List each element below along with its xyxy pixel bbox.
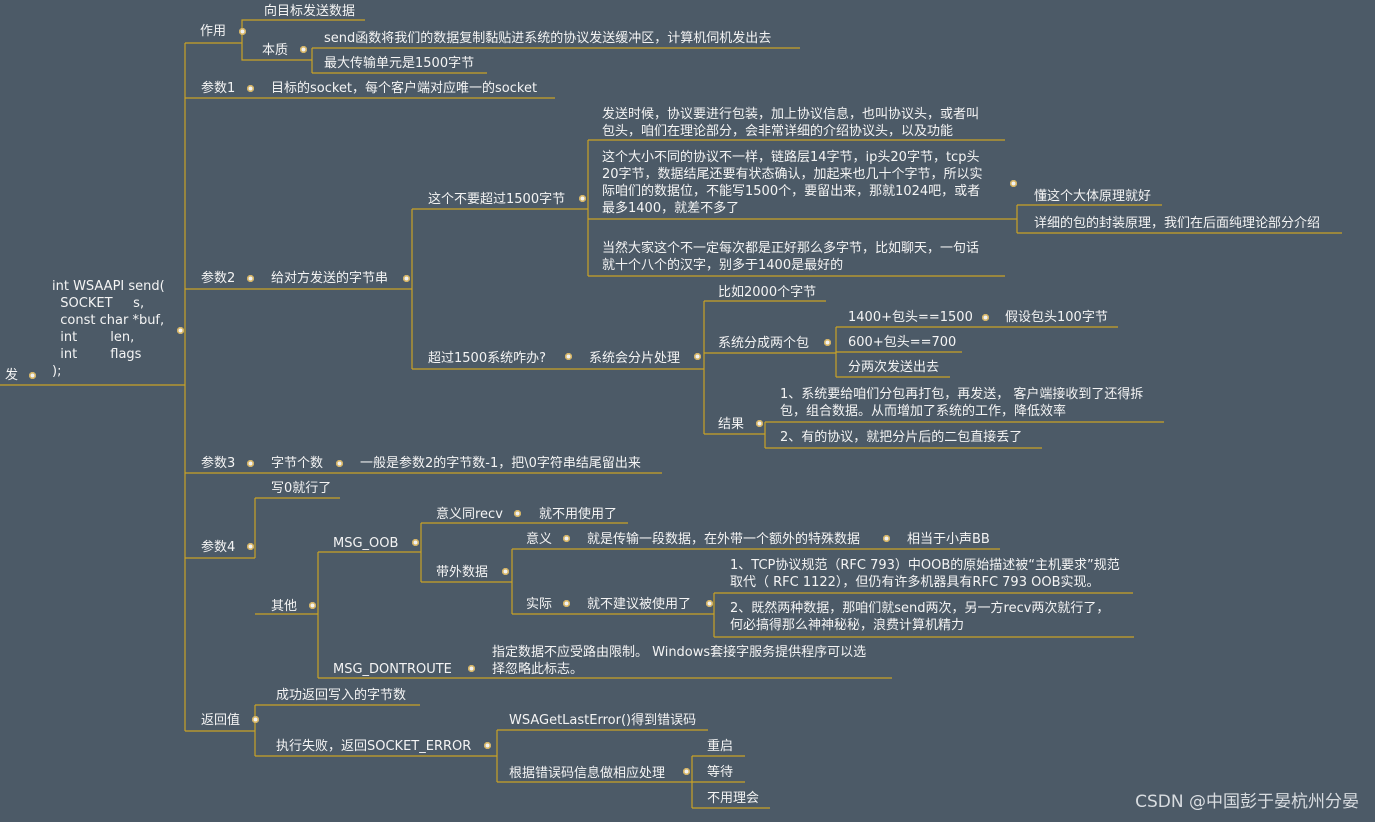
node-fragment[interactable]: 系统会分片处理	[589, 351, 681, 366]
node-p2[interactable]: 600+包头==700	[848, 335, 957, 350]
meaning-toggle[interactable]	[563, 535, 570, 542]
node-p1[interactable]: 1400+包头==1500	[848, 310, 973, 325]
node-param3[interactable]: 参数3	[201, 456, 236, 471]
benzhi-toggle[interactable]	[300, 46, 307, 53]
other-toggle[interactable]	[309, 602, 316, 609]
node-result[interactable]: 结果	[718, 417, 745, 432]
node-not-recommended[interactable]: 就不建议被使用了	[587, 597, 692, 612]
node-oob[interactable]: MSG_OOB	[333, 536, 399, 551]
node-zero[interactable]: 写0就行了	[271, 481, 332, 496]
param4-toggle[interactable]	[247, 543, 254, 550]
node-benzhi-desc[interactable]: send函数将我们的数据复制黏贴进系统的协议发送缓冲区，计算机伺机发出去	[324, 31, 772, 46]
watermark: CSDN @中国彭于晏杭州分晏	[1135, 792, 1359, 812]
node-out-band[interactable]: 带外数据	[436, 565, 489, 580]
root-signature[interactable]: int WSAAPI send( SOCKET s, const char *b…	[52, 279, 165, 379]
node-detail[interactable]: 详细的包的封装原理，我们在后面纯理论部分介绍	[1034, 216, 1321, 231]
node-result1[interactable]: 1、系统要给咱们分包再打包，再发送， 客户端接收到了还得拆 包，组合数据。从而增…	[780, 387, 1144, 419]
node-same-recv[interactable]: 意义同recv	[436, 507, 503, 522]
dontroute-toggle[interactable]	[468, 665, 475, 672]
node-dontroute-desc[interactable]: 指定数据不应受路由限制。 Windows套接字服务提供程序可以选 择忽略此标志。	[492, 645, 867, 677]
fragment-toggle[interactable]	[694, 353, 701, 360]
node-two-packets[interactable]: 系统分成两个包	[718, 336, 810, 351]
node-two-send[interactable]: 2、既然两种数据，那咱们就send两次，另一方recv两次就行了， 何必搞得那么…	[730, 601, 1110, 633]
node-reason2[interactable]: 这个大小不同的协议不一样，链路层14字节，ip头20字节，tcp头 20字节，数…	[602, 150, 983, 216]
node-return[interactable]: 返回值	[201, 713, 241, 728]
node-target[interactable]: 向目标发送数据	[264, 4, 356, 19]
root-left-label[interactable]: 发	[5, 368, 19, 383]
node-no-use[interactable]: 就不用使用了	[539, 507, 618, 522]
param3-desc-toggle[interactable]	[336, 460, 343, 467]
two-packets-toggle[interactable]	[824, 339, 831, 346]
collapse-toggle[interactable]	[29, 372, 36, 379]
node-ignore[interactable]: 不用理会	[707, 791, 760, 806]
reason2-toggle[interactable]	[1010, 180, 1017, 187]
node-mtu[interactable]: 最大传输单元是1500字节	[324, 56, 475, 71]
node-param4[interactable]: 参数4	[201, 540, 236, 555]
node-assume[interactable]: 假设包头100字节	[1005, 310, 1108, 325]
node-other[interactable]: 其他	[271, 599, 298, 614]
handle-toggle[interactable]	[683, 768, 690, 775]
node-param1[interactable]: 参数1	[201, 81, 236, 96]
oob-toggle[interactable]	[412, 539, 419, 546]
node-actual[interactable]: 实际	[526, 597, 553, 612]
node-reason1[interactable]: 发送时候，协议要进行包装，加上协议信息，也叫协议头，或者叫 包头，咱们在理论部分…	[602, 107, 980, 139]
zuoyong-toggle[interactable]	[239, 28, 246, 35]
exceed-toggle[interactable]	[565, 353, 572, 360]
node-result2[interactable]: 2、有的协议，就把分片后的二包直接丢了	[780, 430, 1023, 445]
param1-toggle[interactable]	[247, 85, 254, 92]
node-benzhi[interactable]: 本质	[262, 43, 289, 58]
node-limit[interactable]: 这个不要超过1500字节	[428, 192, 566, 207]
same-recv-toggle[interactable]	[514, 510, 521, 517]
node-tcp-note[interactable]: 1、TCP协议规范（RFC 793）中OOB的原始描述被“主机要求”规范 取代（…	[730, 558, 1120, 590]
node-wait[interactable]: 等待	[707, 765, 734, 780]
meaning-desc-toggle[interactable]	[883, 535, 890, 542]
node-twice[interactable]: 分两次发送出去	[848, 360, 940, 375]
result-toggle[interactable]	[756, 420, 763, 427]
node-reason3[interactable]: 当然大家这个不一定每次都是正好那么多字节，比如聊天，一句话 就十个八个的汉字，别…	[602, 241, 980, 273]
p1-toggle[interactable]	[982, 314, 989, 321]
node-dontroute[interactable]: MSG_DONTROUTE	[333, 662, 452, 677]
node-restart[interactable]: 重启	[707, 739, 734, 754]
out-band-toggle[interactable]	[502, 568, 509, 575]
node-whisper[interactable]: 相当于小声BB	[907, 532, 990, 547]
param3-toggle[interactable]	[247, 460, 254, 467]
return-toggle[interactable]	[252, 716, 259, 723]
fail-toggle[interactable]	[484, 742, 491, 749]
node-param3-desc[interactable]: 字节个数	[271, 456, 324, 471]
node-understand[interactable]: 懂这个大体原理就好	[1034, 189, 1152, 204]
node-success[interactable]: 成功返回写入的字节数	[276, 688, 407, 703]
param2-toggle[interactable]	[247, 275, 254, 282]
node-param2[interactable]: 参数2	[201, 271, 236, 286]
node-example[interactable]: 比如2000个字节	[718, 285, 817, 300]
node-param1-desc[interactable]: 目标的socket，每个客户端对应唯一的socket	[271, 81, 538, 96]
actual-toggle[interactable]	[563, 600, 570, 607]
root-collapse-toggle[interactable]	[177, 327, 184, 334]
node-fail[interactable]: 执行失败，返回SOCKET_ERROR	[276, 739, 472, 754]
node-exceed[interactable]: 超过1500系统咋办?	[428, 351, 546, 366]
node-param2-desc[interactable]: 给对方发送的字节串	[271, 271, 389, 286]
param2-desc-toggle[interactable]	[403, 275, 410, 282]
node-meaning[interactable]: 意义	[526, 532, 553, 547]
node-handle[interactable]: 根据错误码信息做相应处理	[509, 766, 666, 781]
not-recommended-toggle[interactable]	[706, 600, 713, 607]
limit-toggle[interactable]	[579, 195, 586, 202]
node-wsa[interactable]: WSAGetLastError()得到错误码	[509, 713, 697, 728]
node-meaning-desc[interactable]: 就是传输一段数据，在外带一个额外的特殊数据	[587, 532, 861, 547]
node-param3-detail[interactable]: 一般是参数2的字节数-1，把\0字符串结尾留出来	[360, 456, 641, 471]
node-zuoyong[interactable]: 作用	[200, 24, 227, 39]
